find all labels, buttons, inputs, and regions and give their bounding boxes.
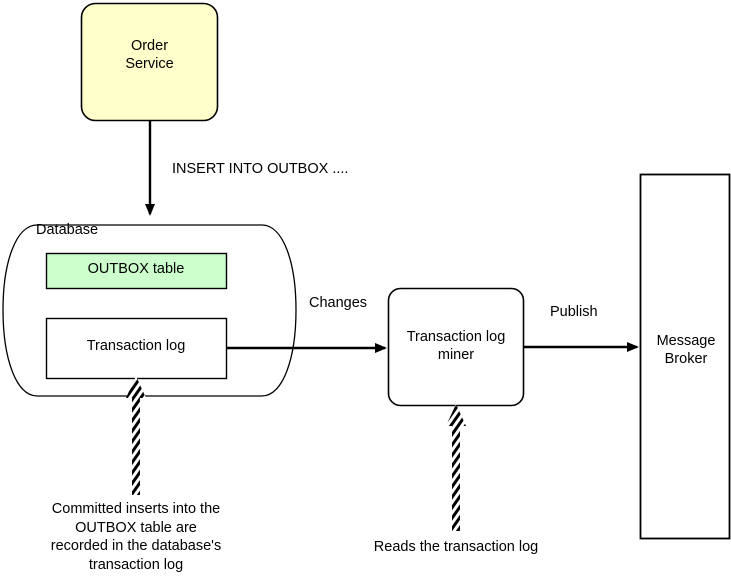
message-broker-box[interactable] — [639, 173, 731, 540]
publish-edge-label: Publish — [550, 304, 598, 320]
committed-inserts-annotation: Committed inserts into the OUTBOX table … — [50, 501, 222, 573]
reads-transaction-log-annotation: Reads the transaction log — [373, 539, 539, 555]
reads-note-connector — [446, 404, 466, 531]
committed-note-connector — [126, 376, 146, 495]
outbox-table-box[interactable] — [45, 252, 228, 290]
miner-box[interactable] — [387, 287, 525, 407]
order-service-box[interactable] — [80, 2, 219, 122]
changes-edge-label: Changes — [309, 295, 368, 311]
transaction-log-box[interactable] — [45, 317, 228, 380]
insert-edge-label: INSERT INTO OUTBOX .... — [172, 161, 349, 177]
